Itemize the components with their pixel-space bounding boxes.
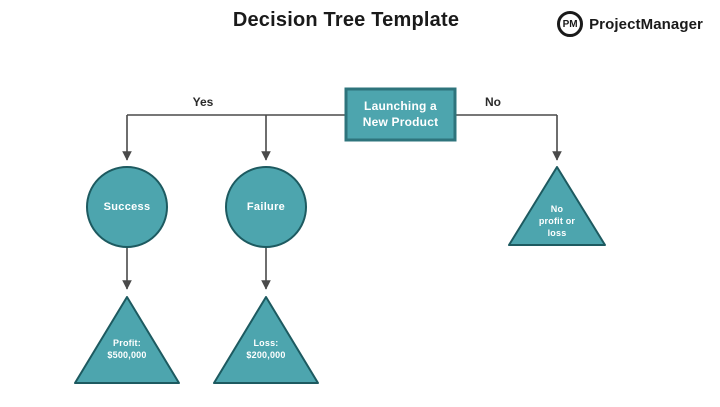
profit-triangle <box>74 296 180 384</box>
page-title: Decision Tree Template <box>232 9 460 31</box>
failure-circle <box>225 166 307 248</box>
no-branch-label: No <box>485 95 501 109</box>
pm-monogram-icon: PM <box>557 11 584 37</box>
brand-name: ProjectManager <box>589 15 703 33</box>
no-profit-triangle <box>508 166 606 246</box>
success-circle <box>86 166 168 248</box>
projectmanager-logo[interactable]: PM ProjectManager <box>557 11 703 37</box>
root-decision-box <box>344 87 457 142</box>
loss-triangle <box>213 296 319 384</box>
yes-branch-label: Yes <box>192 95 214 109</box>
connector-group <box>122 114 562 290</box>
